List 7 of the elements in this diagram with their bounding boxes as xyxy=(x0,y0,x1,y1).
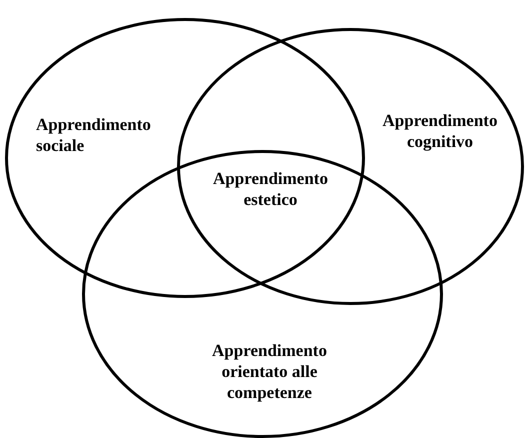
circle-label: Apprendimento cognitivo xyxy=(382,110,498,152)
venn-circle xyxy=(5,18,365,298)
circle-label: Apprendimento orientato alle competenze xyxy=(211,340,328,403)
circle-label: Apprendimento sociale xyxy=(36,114,152,156)
venn-circle xyxy=(177,28,524,305)
venn-circle xyxy=(82,150,443,438)
intersection-label: Apprendimento estetico xyxy=(212,168,329,210)
